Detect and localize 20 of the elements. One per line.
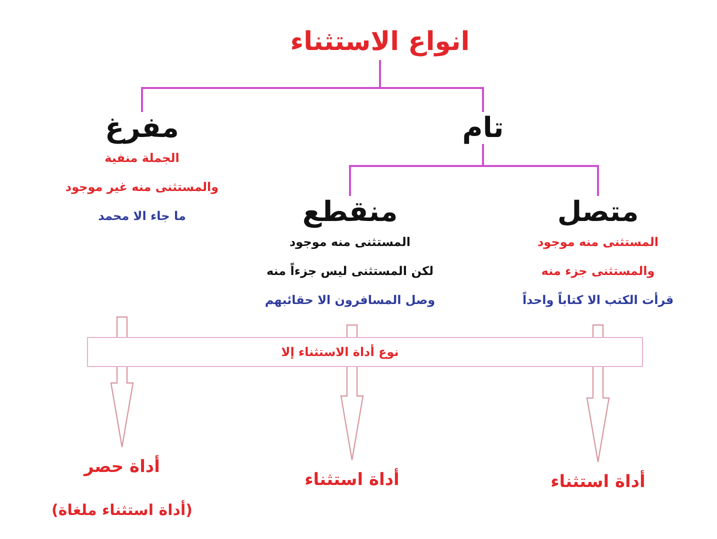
example-text: وصل المسافرون الا حقائبهم (264, 292, 436, 309)
label-band: نوع أداة الاستثناء إلا (87, 337, 643, 367)
result-text: أداة حصر (84, 455, 160, 479)
example-text: ما جاء الا محمد (98, 208, 186, 225)
connector-line (379, 60, 484, 112)
result-text: (أداة استثناء ملغاة) (52, 499, 192, 521)
rule-text: المستثنى منه موجود (290, 234, 410, 251)
title-text: انواع الاستثناء (290, 26, 470, 59)
category-heading: مفرغ (104, 112, 180, 144)
result-text: أداة استثناء (550, 470, 646, 494)
rule-text: والمستثنى منه غير موجود (65, 179, 219, 196)
example-text: قرأت الكتب الا كتاباً واحداً (522, 290, 674, 309)
rule-text: لكن المستثنى ليس جزءاً منه (266, 262, 434, 280)
category-heading: منقطع (302, 196, 398, 228)
rule-text: المستثنى منه موجود (538, 234, 658, 251)
category-heading: تام (462, 112, 504, 144)
category-heading: متصل (557, 196, 639, 228)
rule-text: الجملة منفية (104, 150, 180, 167)
rule-text: والمستثنى جزء منه (541, 263, 655, 280)
result-text: أداة استثناء (304, 468, 400, 492)
